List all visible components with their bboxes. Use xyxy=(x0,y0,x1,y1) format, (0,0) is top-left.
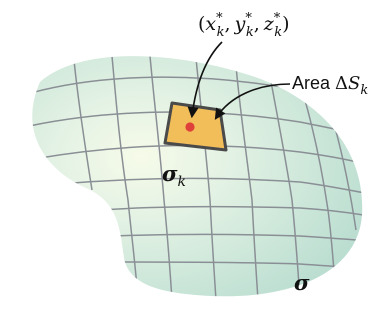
surface-label: σ xyxy=(294,270,310,295)
area-label: Area ΔSk xyxy=(292,73,368,98)
patch-sigma-k xyxy=(163,101,228,152)
point-label: (x*k,y*k,z*k) xyxy=(198,11,290,40)
surface-sigma xyxy=(32,56,363,297)
point-arrow xyxy=(187,41,223,119)
area-arrow xyxy=(214,83,291,120)
patch-label: σk xyxy=(162,161,186,190)
sample-point-marker xyxy=(185,122,195,132)
surface-grid xyxy=(32,56,363,297)
